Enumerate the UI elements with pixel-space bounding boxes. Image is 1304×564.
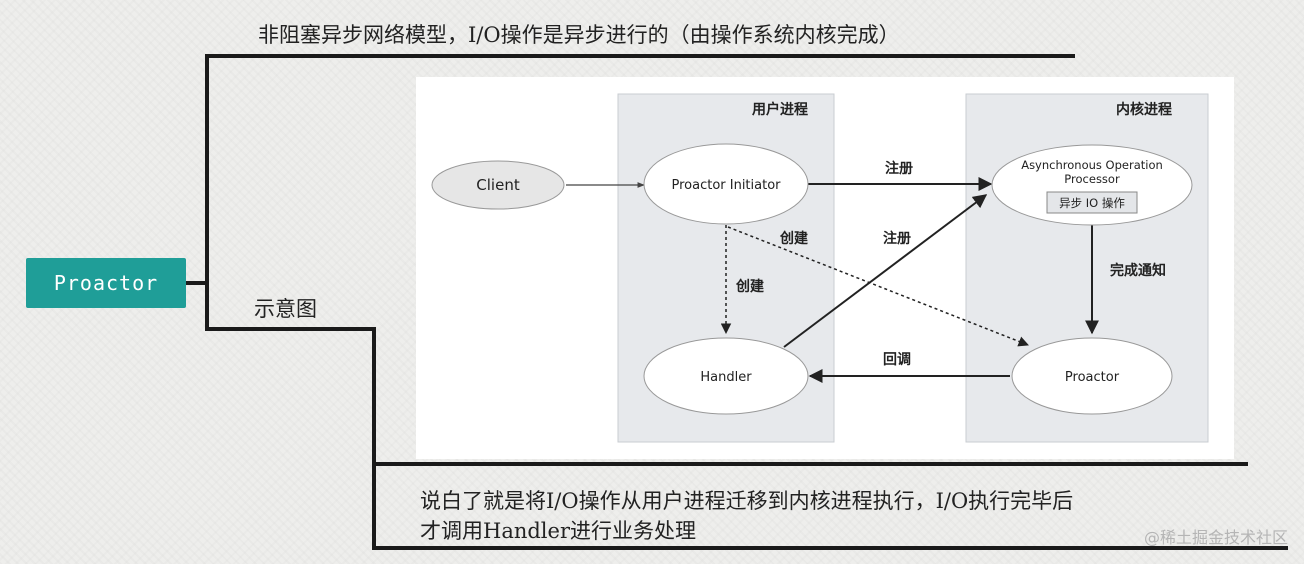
handler-node: Handler: [643, 337, 809, 415]
watermark: @稀土掘金技术社区: [1143, 528, 1288, 547]
async-processor-label-line2: Processor: [1064, 172, 1120, 186]
client-node-label: Client: [476, 176, 520, 194]
client-node: Client: [431, 160, 565, 210]
kernel-process-title: 内核进程: [1116, 101, 1172, 118]
root-node-label: Proactor: [53, 271, 159, 295]
edge-label-callback: 回调: [883, 352, 911, 368]
proactor-diagram: 用户进程 内核进程 注册 注册 创建 创建 完成通知 回调 Client Pro…: [416, 77, 1234, 459]
edge-label-create-1: 创建: [779, 230, 808, 247]
async-io-box: [1046, 191, 1138, 214]
proactor-initiator-node: Proactor Initiator: [643, 143, 809, 225]
note-text: 说白了就是将I/O操作从用户进程迁移到内核进程执行，I/O执行完毕后 才调用Ha…: [420, 486, 1073, 546]
note-line-1: 说白了就是将I/O操作从用户进程迁移到内核进程执行，I/O执行完毕后: [420, 489, 1074, 513]
top-branch-underline: [205, 54, 1075, 58]
edge-handler-to-processor: [783, 194, 988, 348]
top-branch-label: 非阻塞异步网络模型，I/O操作是异步进行的（由操作系统内核完成）: [258, 23, 900, 47]
root-node-proactor[interactable]: Proactor: [26, 258, 186, 308]
edge-label-register-1: 注册: [885, 160, 913, 177]
proactor-initiator-label: Proactor Initiator: [671, 178, 781, 193]
proactor-node-label: Proactor: [1065, 370, 1120, 385]
root-connector: [186, 281, 208, 285]
user-process-title: 用户进程: [752, 101, 808, 118]
async-operation-processor-node: Asynchronous Operation Processor 异步 IO 操…: [991, 144, 1193, 226]
note-line-2: 才调用Handler进行业务处理: [420, 519, 696, 543]
proactor-diagram-svg: 用户进程 内核进程 注册 注册 创建 创建 完成通知 回调 Client Pro…: [431, 93, 1209, 443]
top-branch-vertical: [205, 54, 209, 331]
mid-branch-label: 示意图: [254, 297, 317, 321]
diagram-underline: [372, 462, 1248, 466]
async-processor-label-line1: Asynchronous Operation: [1021, 158, 1163, 172]
mid-branch-underline: [205, 327, 376, 331]
async-io-box-label: 异步 IO 操作: [1059, 196, 1125, 210]
edge-label-complete-notify: 完成通知: [1110, 262, 1166, 279]
note-underline: [372, 546, 1288, 550]
sub-branch-vertical: [372, 327, 376, 550]
proactor-node: Proactor: [1011, 337, 1173, 415]
edge-label-create-2: 创建: [735, 278, 764, 295]
edge-label-register-2: 注册: [883, 230, 911, 247]
handler-node-label: Handler: [700, 370, 752, 385]
